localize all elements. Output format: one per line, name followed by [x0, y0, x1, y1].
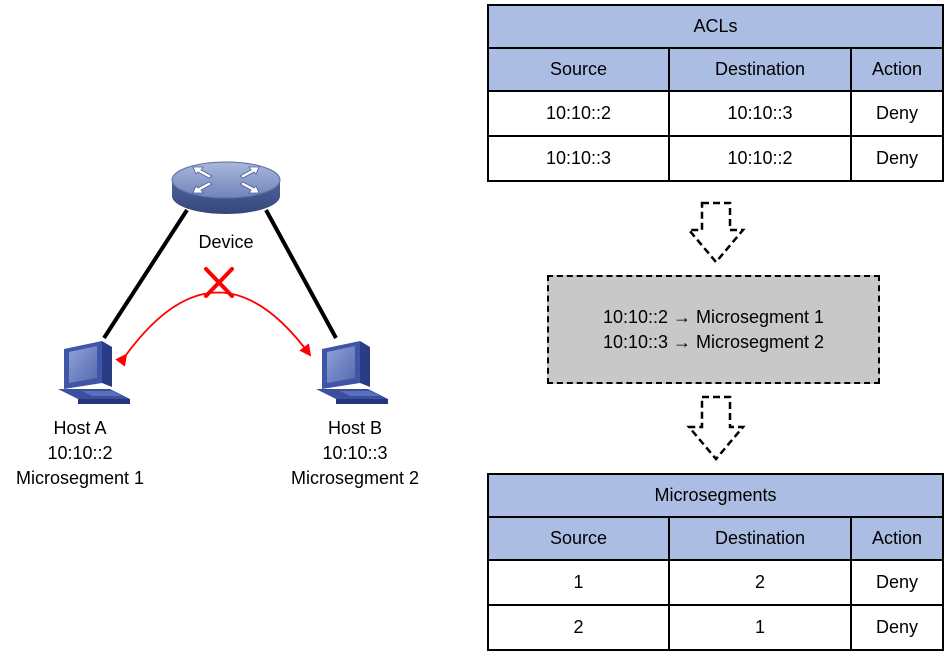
host-a-name: Host A	[53, 418, 107, 438]
router-icon	[171, 161, 281, 214]
micro-cell-source: 2	[487, 604, 670, 651]
blocked-traffic-arrow	[115, 291, 312, 367]
host-a-label: Host A 10:10::2 Microsegment 1	[0, 416, 160, 491]
blocked-cross-icon	[204, 267, 234, 298]
micro-header-destination: Destination	[668, 516, 852, 561]
acl-header-destination: Destination	[668, 47, 852, 92]
micro-header-action: Action	[849, 516, 945, 561]
pc-icon	[316, 341, 388, 404]
micro-cell-destination: 2	[668, 559, 852, 606]
acl-cell-source: 10:10::2	[487, 90, 670, 137]
micro-cell-action: Deny	[849, 559, 945, 606]
micro-header-source: Source	[487, 516, 670, 561]
acl-cell-action: Deny	[849, 90, 945, 137]
pc-icon	[58, 341, 130, 404]
microsegments-table: Microsegments Source Destination Action …	[486, 473, 945, 651]
acl-cell-source: 10:10::3	[487, 135, 670, 182]
host-a-segment: Microsegment 1	[15, 468, 145, 488]
dashed-down-arrow-icon	[686, 395, 746, 461]
dashed-down-arrow-icon	[686, 201, 746, 264]
ip-to-microsegment-mapping: 10:10::2 → Microsegment 1 10:10::3 → Mic…	[547, 275, 880, 384]
mapping-line: 10:10::3 → Microsegment 2	[602, 331, 825, 352]
micro-cell-action: Deny	[849, 604, 945, 651]
host-b-ip: 10:10::3	[322, 443, 388, 463]
microsegments-table-title: Microsegments	[486, 473, 945, 518]
table-row: 1 2 Deny	[487, 559, 945, 606]
table-row: 2 1 Deny	[487, 604, 945, 651]
host-b-label: Host B 10:10::3 Microsegment 2	[275, 416, 435, 491]
host-b-segment: Microsegment 2	[290, 468, 420, 488]
acl-table: ACLs Source Destination Action 10:10::2 …	[486, 4, 945, 182]
link-device-host-a	[102, 208, 189, 340]
link-device-host-b	[264, 209, 338, 339]
device-label: Device	[198, 232, 254, 252]
table-row: 10:10::2 10:10::3 Deny	[487, 90, 945, 137]
host-a-ip: 10:10::2	[47, 443, 113, 463]
micro-cell-source: 1	[487, 559, 670, 606]
host-b-name: Host B	[327, 418, 383, 438]
mapping-line: 10:10::2 → Microsegment 1	[602, 306, 825, 327]
table-row: 10:10::3 10:10::2 Deny	[487, 135, 945, 182]
acl-cell-action: Deny	[849, 135, 945, 182]
micro-cell-destination: 1	[668, 604, 852, 651]
acl-header-source: Source	[487, 47, 670, 92]
acl-header-action: Action	[849, 47, 945, 92]
acl-cell-destination: 10:10::2	[668, 135, 852, 182]
acl-cell-destination: 10:10::3	[668, 90, 852, 137]
acl-table-title: ACLs	[486, 4, 945, 49]
